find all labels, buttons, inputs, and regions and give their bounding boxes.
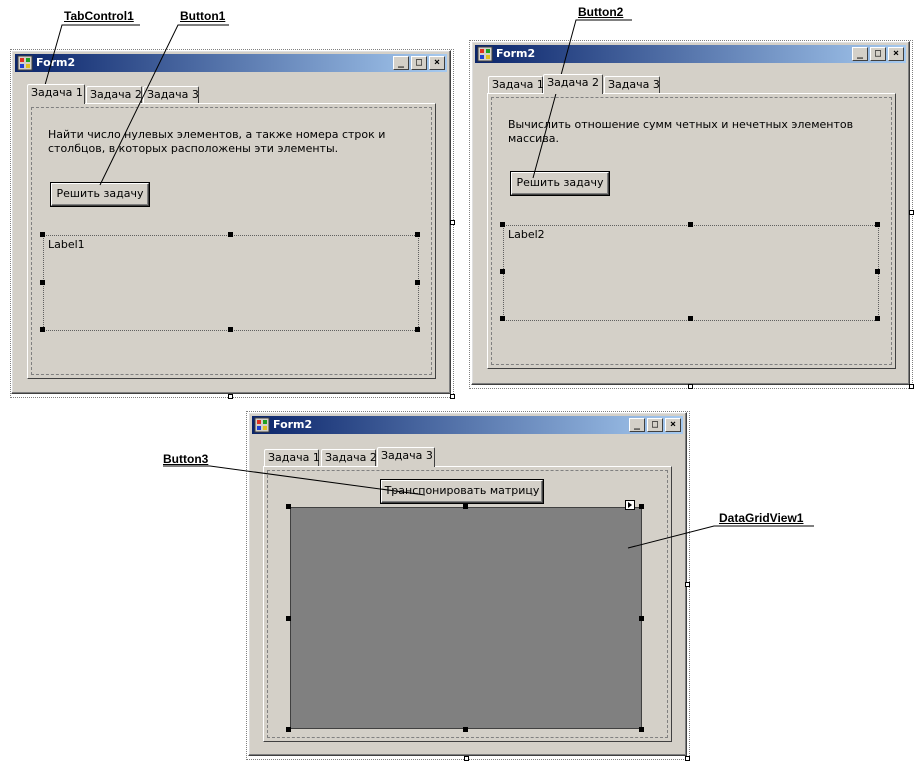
tab-task-3[interactable]: Задача 3 [143, 86, 199, 103]
datagridview1-resize-handle[interactable] [639, 504, 644, 509]
datagridview1-resize-handle[interactable] [286, 504, 291, 509]
form1-resize-handle[interactable] [450, 394, 455, 399]
form2-tabpage-outline [491, 97, 892, 365]
label2-resize-handle[interactable] [500, 222, 505, 227]
label2-resize-handle[interactable] [500, 316, 505, 321]
form3-tabpage: Транспонировать матрицу [263, 466, 672, 742]
label1-text: Label1 [48, 238, 85, 251]
form1-window: Form2 _ □ × Задача 1 Задача 2 Задача 3 Н… [11, 50, 451, 394]
form2-resize-handle[interactable] [909, 384, 914, 389]
form3-titlebar[interactable]: Form2 _ □ × [252, 416, 683, 434]
callout-button1: Button1 [180, 9, 226, 23]
form1-tabpage-outline [31, 107, 432, 375]
datagridview1-resize-handle[interactable] [463, 727, 468, 732]
form2-tabcontrol-tabs: Задача 1 Задача 2 Задача 3 [488, 74, 688, 94]
tab-task-2[interactable]: Задача 2 [543, 74, 603, 94]
maximize-button[interactable]: □ [647, 418, 663, 432]
form2-tabpage: Вычислить отношение сумм четных и нечетн… [487, 93, 896, 369]
form3-window: Form2 _ □ × Задача 1 Задача 2 Задача 3 Т… [248, 412, 687, 756]
datagridview1-resize-handle[interactable] [463, 504, 468, 509]
label2-text: Label2 [508, 228, 545, 241]
task-description: Найти число нулевых элементов, а также н… [48, 128, 386, 155]
label1-resize-handle[interactable] [40, 232, 45, 237]
solve-button[interactable]: Решить задачу [511, 172, 609, 195]
datagridview1-resize-handle[interactable] [639, 727, 644, 732]
label1-resize-handle[interactable] [40, 327, 45, 332]
label2-resize-handle[interactable] [688, 316, 693, 321]
form1-title: Form2 [36, 56, 76, 69]
form-icon [17, 55, 33, 71]
form2-titlebar[interactable]: Form2 _ □ × [475, 45, 906, 63]
datagridview1-resize-handle[interactable] [286, 616, 291, 621]
close-button[interactable]: × [665, 418, 681, 432]
form3-resize-handle[interactable] [464, 756, 469, 761]
tab-task-1[interactable]: Задача 1 [27, 84, 85, 104]
close-button[interactable]: × [888, 47, 904, 61]
label1-resize-handle[interactable] [415, 232, 420, 237]
form2-window: Form2 _ □ × Задача 1 Задача 2 Задача 3 В… [471, 41, 910, 385]
label1-resize-handle[interactable] [228, 327, 233, 332]
label1-resize-handle[interactable] [40, 280, 45, 285]
datagridview1-resize-handle[interactable] [286, 727, 291, 732]
form3-tabpage-outline [267, 470, 668, 738]
minimize-button[interactable]: _ [393, 56, 409, 70]
form1-titlebar[interactable]: Form2 _ □ × [15, 54, 447, 72]
label2-resize-handle[interactable] [875, 222, 880, 227]
form3-resize-handle[interactable] [685, 756, 690, 761]
solve-button[interactable]: Решить задачу [51, 183, 149, 206]
form1-resize-handle[interactable] [228, 394, 233, 399]
form3-resize-handle[interactable] [685, 582, 690, 587]
label1-resize-handle[interactable] [228, 232, 233, 237]
form1-resize-handle[interactable] [450, 220, 455, 225]
label2-resize-handle[interactable] [875, 269, 880, 274]
label1: Label1 [43, 235, 419, 331]
tab-task-3[interactable]: Задача 3 [604, 76, 660, 93]
form-icon [254, 417, 270, 433]
tab-task-1[interactable]: Задача 1 [264, 449, 320, 466]
label2-resize-handle[interactable] [688, 222, 693, 227]
label2-resize-handle[interactable] [875, 316, 880, 321]
smart-tag-icon[interactable] [625, 500, 635, 510]
tab-task-2[interactable]: Задача 2 [321, 449, 377, 466]
label1-resize-handle[interactable] [415, 327, 420, 332]
form1-tabpage: Найти число нулевых элементов, а также н… [27, 103, 436, 379]
form3-tabcontrol-tabs: Задача 1 Задача 2 Задача 3 [264, 447, 464, 467]
form2-title: Form2 [496, 47, 536, 60]
minimize-button[interactable]: _ [852, 47, 868, 61]
form2-resize-handle[interactable] [909, 210, 914, 215]
callout-tabcontrol1: TabControl1 [64, 9, 134, 23]
label2-resize-handle[interactable] [500, 269, 505, 274]
form2-resize-handle[interactable] [688, 384, 693, 389]
datagridview1[interactable] [290, 507, 642, 729]
close-button[interactable]: × [429, 56, 445, 70]
label1-resize-handle[interactable] [415, 280, 420, 285]
datagridview1-resize-handle[interactable] [639, 616, 644, 621]
tab-task-2[interactable]: Задача 2 [86, 86, 142, 103]
label2: Label2 [503, 225, 879, 321]
callout-button2: Button2 [578, 5, 624, 19]
maximize-button[interactable]: □ [870, 47, 886, 61]
tab-task-1[interactable]: Задача 1 [488, 76, 544, 93]
form3-title: Form2 [273, 418, 313, 431]
callout-datagridview1: DataGridView1 [719, 511, 804, 525]
minimize-button[interactable]: _ [629, 418, 645, 432]
transpose-button[interactable]: Транспонировать матрицу [381, 480, 543, 503]
task-description: Вычислить отношение сумм четных и нечетн… [508, 118, 854, 145]
form1-tabcontrol-tabs: Задача 1 Задача 2 Задача 3 [27, 84, 227, 104]
maximize-button[interactable]: □ [411, 56, 427, 70]
form-icon [477, 46, 493, 62]
callout-button3: Button3 [163, 452, 209, 466]
tab-task-3[interactable]: Задача 3 [377, 447, 435, 467]
